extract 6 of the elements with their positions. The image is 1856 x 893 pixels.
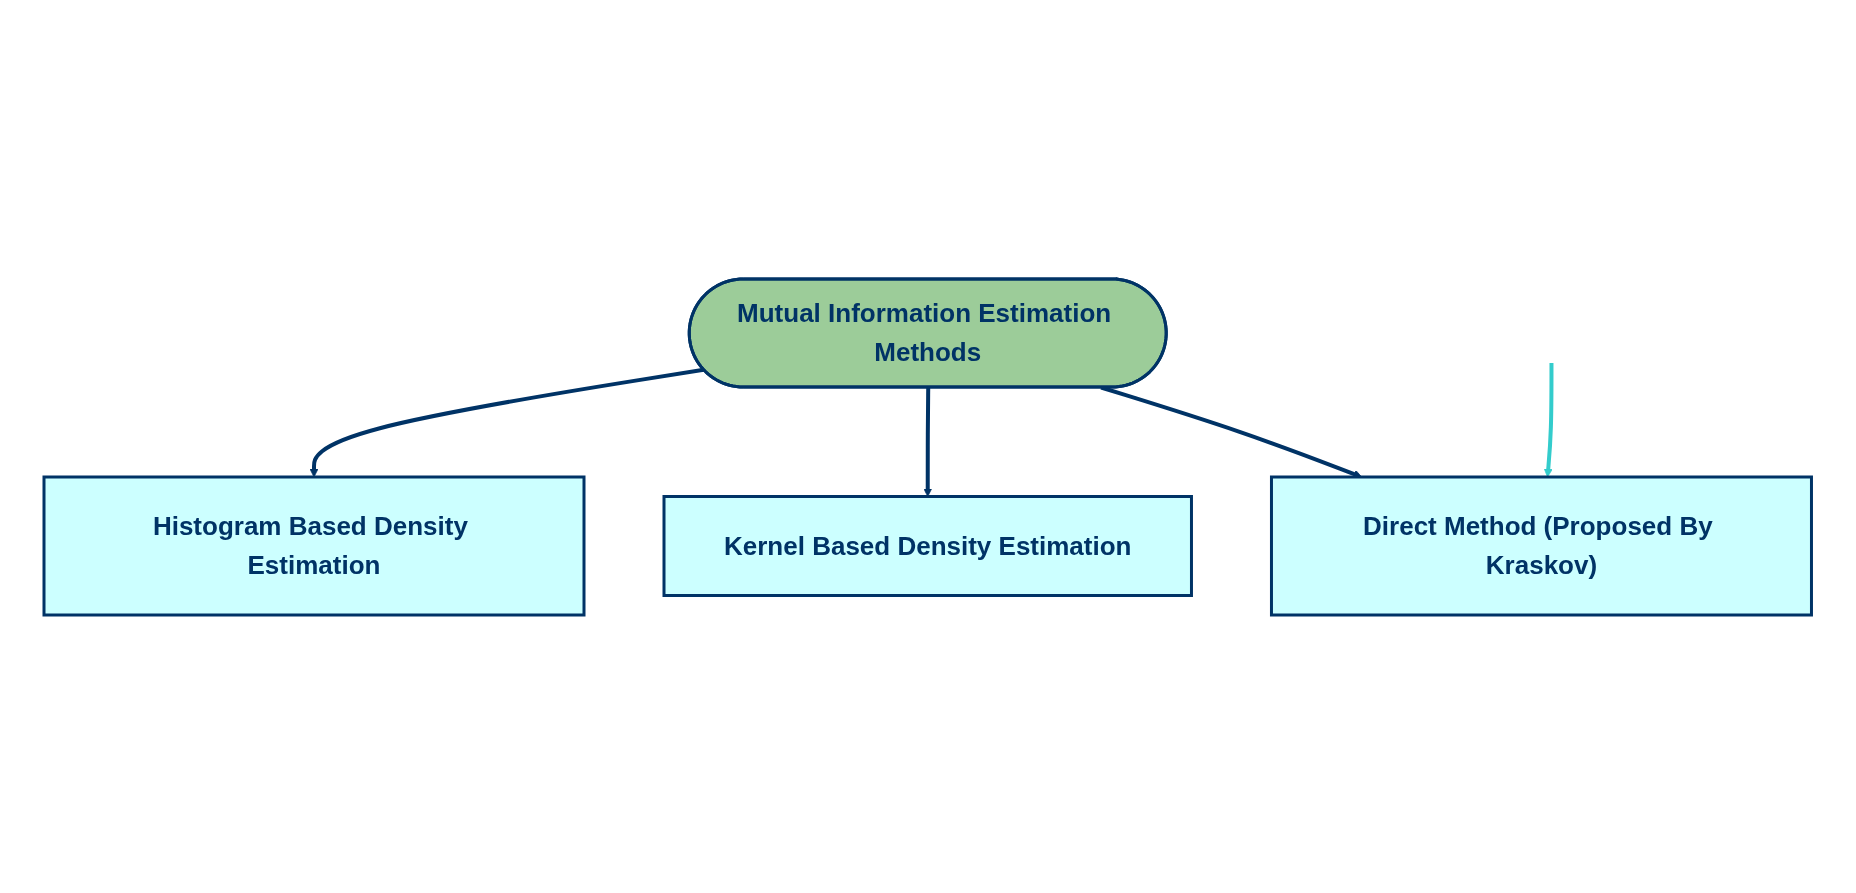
arrow	[309, 367, 705, 477]
node-box: Kernel Based Density Estimation	[662, 494, 1194, 597]
node-box: Direct Method (Proposed By Kraskov)	[1270, 475, 1814, 616]
node-box: Histogram Based Density Estimation	[42, 475, 586, 616]
arrow	[923, 386, 933, 497]
arrow	[1544, 362, 1554, 477]
